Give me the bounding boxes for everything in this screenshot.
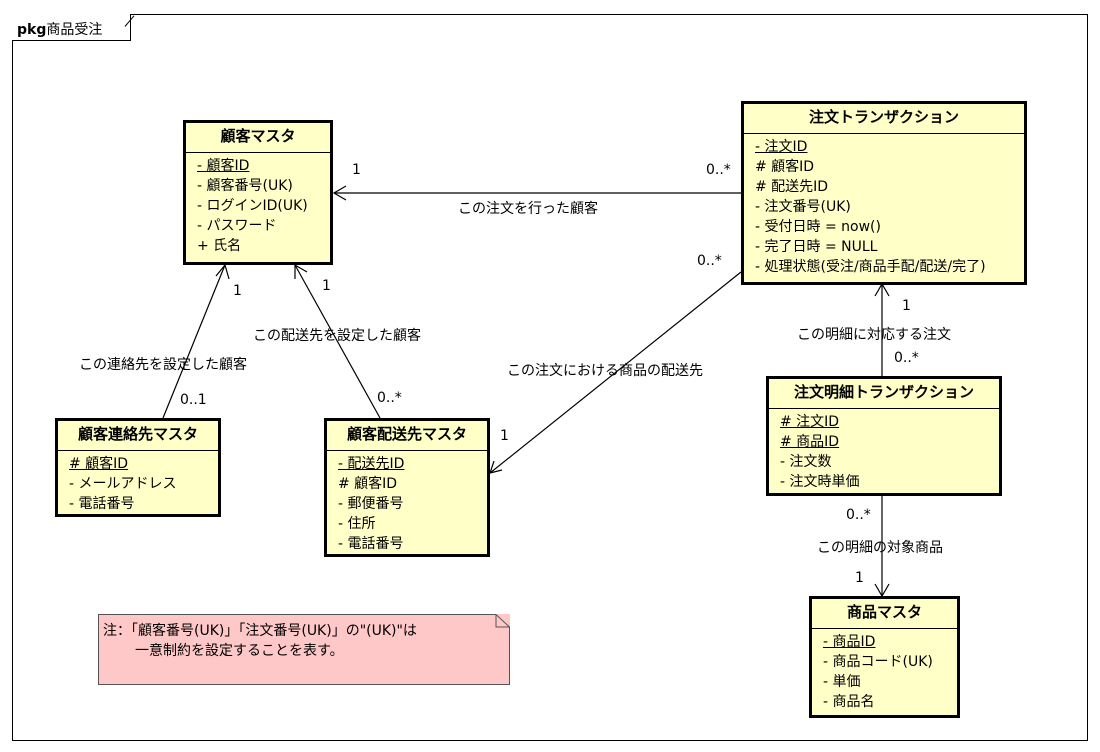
- class-name: 顧客配送先マスタ: [327, 421, 487, 451]
- package-keyword: pkg: [17, 22, 47, 38]
- class-name: 注文明細トランザクション: [769, 379, 999, 409]
- association-label: この明細の対象商品: [817, 540, 943, 556]
- multiplicity-label: 1: [352, 162, 361, 178]
- association-label: この明細に対応する注文: [797, 327, 951, 343]
- attribute: - パスワード: [197, 218, 277, 234]
- multiplicity-label: 1: [902, 298, 911, 314]
- class-name: 顧客連絡先マスタ: [58, 421, 218, 451]
- attribute: - 顧客ID: [197, 158, 250, 174]
- attribute: # 顧客ID: [755, 159, 815, 175]
- arrowhead: [489, 460, 503, 474]
- class-customer-master[interactable]: 顧客マスタ - 顧客ID - 顧客番号(UK) - ログインID(UK) - パ…: [183, 120, 333, 265]
- multiplicity-label: 1: [500, 428, 509, 444]
- attribute: # 配送先ID: [755, 179, 829, 195]
- association-label: この配送先を設定した顧客: [253, 328, 421, 344]
- class-name: 顧客マスタ: [186, 123, 330, 153]
- attribute: # 商品ID: [780, 434, 840, 450]
- package-title: 商品受注: [46, 22, 103, 38]
- multiplicity-label: 0..*: [894, 350, 919, 366]
- class-customer-shipping-master[interactable]: 顧客配送先マスタ - 配送先ID # 顧客ID - 郵便番号 - 住所 - 電話…: [324, 418, 490, 557]
- package-frame: [12, 14, 1088, 741]
- attribute: - 注文時単価: [780, 474, 860, 490]
- attribute: - 郵便番号: [338, 496, 404, 512]
- attribute: - 注文数: [780, 454, 832, 470]
- class-order-detail-transaction[interactable]: 注文明細トランザクション # 注文ID # 商品ID - 注文数 - 注文時単価: [766, 376, 1002, 496]
- attribute: - 商品名: [823, 694, 875, 710]
- multiplicity-label: 1: [322, 278, 331, 294]
- attribute: - 受付日時 = now(): [755, 219, 881, 235]
- class-order-transaction[interactable]: 注文トランザクション - 注文ID # 顧客ID # 配送先ID - 注文番号(…: [741, 101, 1027, 285]
- note-line: 注：「顧客番号(UK)」「注文番号(UK)」の"(UK)"は: [103, 623, 417, 639]
- attribute: - 注文番号(UK): [755, 199, 851, 215]
- attribute: - 住所: [338, 516, 376, 532]
- assoc-contact-customer-line: [162, 264, 226, 419]
- attribute: - 顧客番号(UK): [197, 178, 293, 194]
- attribute: - 電話番号: [69, 496, 135, 512]
- class-name: 注文トランザクション: [744, 104, 1024, 134]
- arrowhead: [294, 263, 308, 279]
- association-label: この連絡先を設定した顧客: [79, 357, 247, 373]
- class-customer-contact-master[interactable]: 顧客連絡先マスタ # 顧客ID - メールアドレス - 電話番号: [55, 418, 221, 517]
- arrowhead: [215, 263, 230, 280]
- attribute: - 商品コード(UK): [823, 654, 933, 670]
- attribute: - メールアドレス: [69, 476, 177, 492]
- note: 注：「顧客番号(UK)」「注文番号(UK)」の"(UK)"は 一意制約を設定する…: [98, 614, 510, 685]
- attribute: - 単価: [823, 674, 861, 690]
- attribute: - 配送先ID: [338, 456, 405, 472]
- attribute: - 処理状態(受注/商品手配/配送/完了): [755, 259, 986, 275]
- multiplicity-label: 0..*: [706, 162, 731, 178]
- class-product-master[interactable]: 商品マスタ - 商品ID - 商品コード(UK) - 単価 - 商品名: [809, 596, 960, 718]
- multiplicity-label: 1: [233, 283, 242, 299]
- attribute: - ログインID(UK): [197, 198, 308, 214]
- multiplicity-label: 0..1: [180, 392, 207, 408]
- assoc-order-shipping-line: [489, 271, 742, 474]
- multiplicity-label: 0..*: [846, 507, 871, 523]
- attribute: - 商品ID: [823, 634, 876, 650]
- attribute: # 顧客ID: [338, 476, 398, 492]
- multiplicity-label: 0..*: [377, 390, 402, 406]
- package-tab: pkg商品受注: [12, 14, 135, 41]
- assoc-shipping-customer-line: [294, 264, 381, 419]
- association-label: この注文を行った顧客: [458, 201, 598, 217]
- attribute: + 氏名: [197, 238, 242, 254]
- attribute: # 顧客ID: [69, 456, 129, 472]
- attribute: - 完了日時 = NULL: [755, 239, 878, 255]
- multiplicity-label: 0..*: [697, 253, 722, 269]
- arrowhead: [332, 185, 347, 201]
- attribute: - 電話番号: [338, 536, 404, 552]
- association-label: この注文における商品の配送先: [507, 363, 703, 379]
- multiplicity-label: 1: [855, 570, 864, 586]
- class-name: 商品マスタ: [812, 599, 957, 629]
- attribute: - 注文ID: [755, 139, 808, 155]
- note-border: [98, 614, 510, 685]
- attribute: # 注文ID: [780, 414, 840, 430]
- note-line: 一意制約を設定することを表す。: [135, 643, 344, 659]
